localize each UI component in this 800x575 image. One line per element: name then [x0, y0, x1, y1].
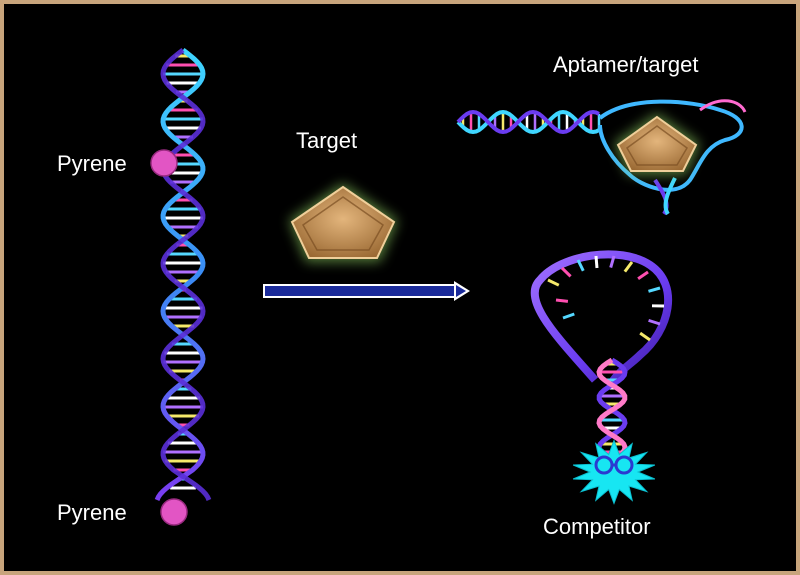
pyrene-bottom-label: Pyrene	[57, 500, 127, 525]
competitor-label: Competitor	[543, 514, 651, 539]
base-pair	[560, 266, 572, 278]
aptamer-target-complex	[456, 99, 747, 216]
dna-strand	[596, 357, 628, 455]
base-pair	[648, 286, 661, 293]
base-pair	[547, 278, 560, 287]
right-arrow-icon	[263, 281, 470, 301]
dna-helix-left	[154, 48, 212, 502]
base-pair	[562, 312, 575, 320]
pyrene-top-marker	[150, 149, 178, 177]
base-pair	[637, 270, 649, 281]
competitor-star-icon	[572, 439, 656, 505]
aptamer-strands	[456, 99, 747, 216]
dna-strand	[456, 109, 600, 135]
base-pair	[576, 259, 585, 272]
aptamer-hairpin	[530, 250, 673, 455]
base-pair	[639, 331, 651, 342]
pyrene-bottom-marker	[160, 498, 188, 526]
dna-strand	[699, 99, 747, 113]
base-pair	[555, 298, 569, 303]
bound-target-pentagon-icon	[616, 115, 698, 172]
base-pair	[623, 261, 634, 273]
base-pair	[594, 255, 599, 269]
pyrene-top-label: Pyrene	[57, 151, 127, 176]
aptamer-target-label: Aptamer/target	[553, 52, 699, 77]
hairpin-loop	[530, 250, 673, 385]
target-label: Target	[296, 128, 357, 153]
dna-strand	[154, 48, 206, 502]
base-pair	[648, 318, 661, 326]
target-pentagon-icon	[289, 183, 398, 262]
dna-strand	[456, 109, 600, 135]
dna-strand	[663, 177, 677, 216]
base-pair	[609, 255, 616, 268]
dna-strand	[596, 357, 628, 455]
dna-strand	[160, 48, 212, 502]
